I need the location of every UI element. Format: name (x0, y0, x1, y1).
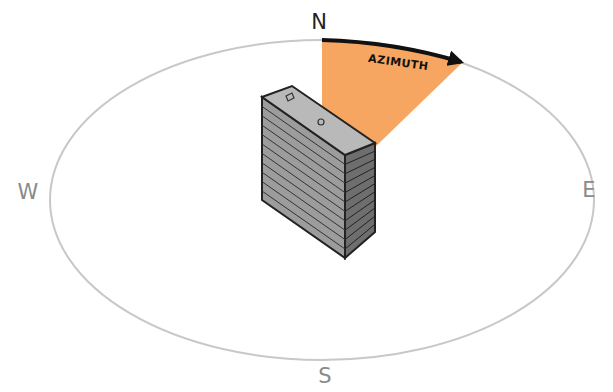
compass-south: S (318, 366, 331, 387)
stripe (345, 151, 375, 164)
stripe (262, 191, 345, 249)
building-stripes (262, 106, 375, 249)
stripe (345, 200, 375, 221)
compass-north: N (311, 12, 327, 33)
compass-west: W (18, 182, 39, 203)
roof-detail (286, 93, 294, 101)
compass-east: E (582, 180, 595, 201)
stripe (345, 224, 375, 249)
stripe (262, 135, 345, 193)
building-side-face (345, 143, 375, 258)
building (262, 86, 375, 258)
stripe (262, 116, 345, 174)
stripe (262, 182, 345, 240)
stripe (345, 175, 375, 192)
stripe (262, 106, 345, 164)
roof-detail (318, 119, 324, 125)
stripe (345, 184, 375, 202)
horizon-ellipse (50, 40, 594, 360)
stripe (262, 153, 345, 211)
stripe (262, 144, 345, 202)
stripe (262, 125, 345, 183)
stripe (345, 192, 375, 212)
stripe (262, 163, 345, 221)
building-roof (262, 86, 375, 155)
stripe (345, 167, 375, 183)
stripe (345, 159, 375, 174)
stripe (262, 172, 345, 230)
